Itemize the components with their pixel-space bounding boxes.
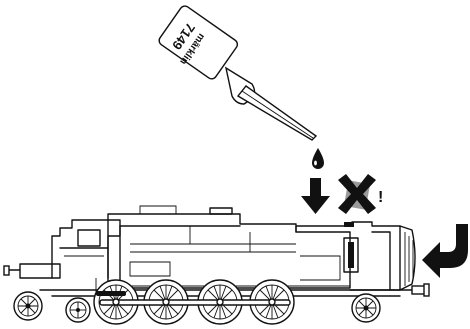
wheel-small-trailing bbox=[65, 297, 91, 323]
wheel-small-rear bbox=[13, 291, 43, 321]
wheel-small-leading bbox=[351, 293, 381, 323]
warning-exclamation: ! bbox=[378, 189, 383, 206]
wheel-set bbox=[13, 279, 381, 325]
no-cross-icon bbox=[338, 174, 376, 214]
down-arrow-icon bbox=[301, 178, 330, 214]
return-arrow-icon bbox=[422, 224, 468, 278]
oil-bottle-icon: märklin 7149 bbox=[158, 5, 318, 141]
oil-drop-icon bbox=[312, 148, 324, 169]
coupling-rods bbox=[96, 291, 291, 306]
